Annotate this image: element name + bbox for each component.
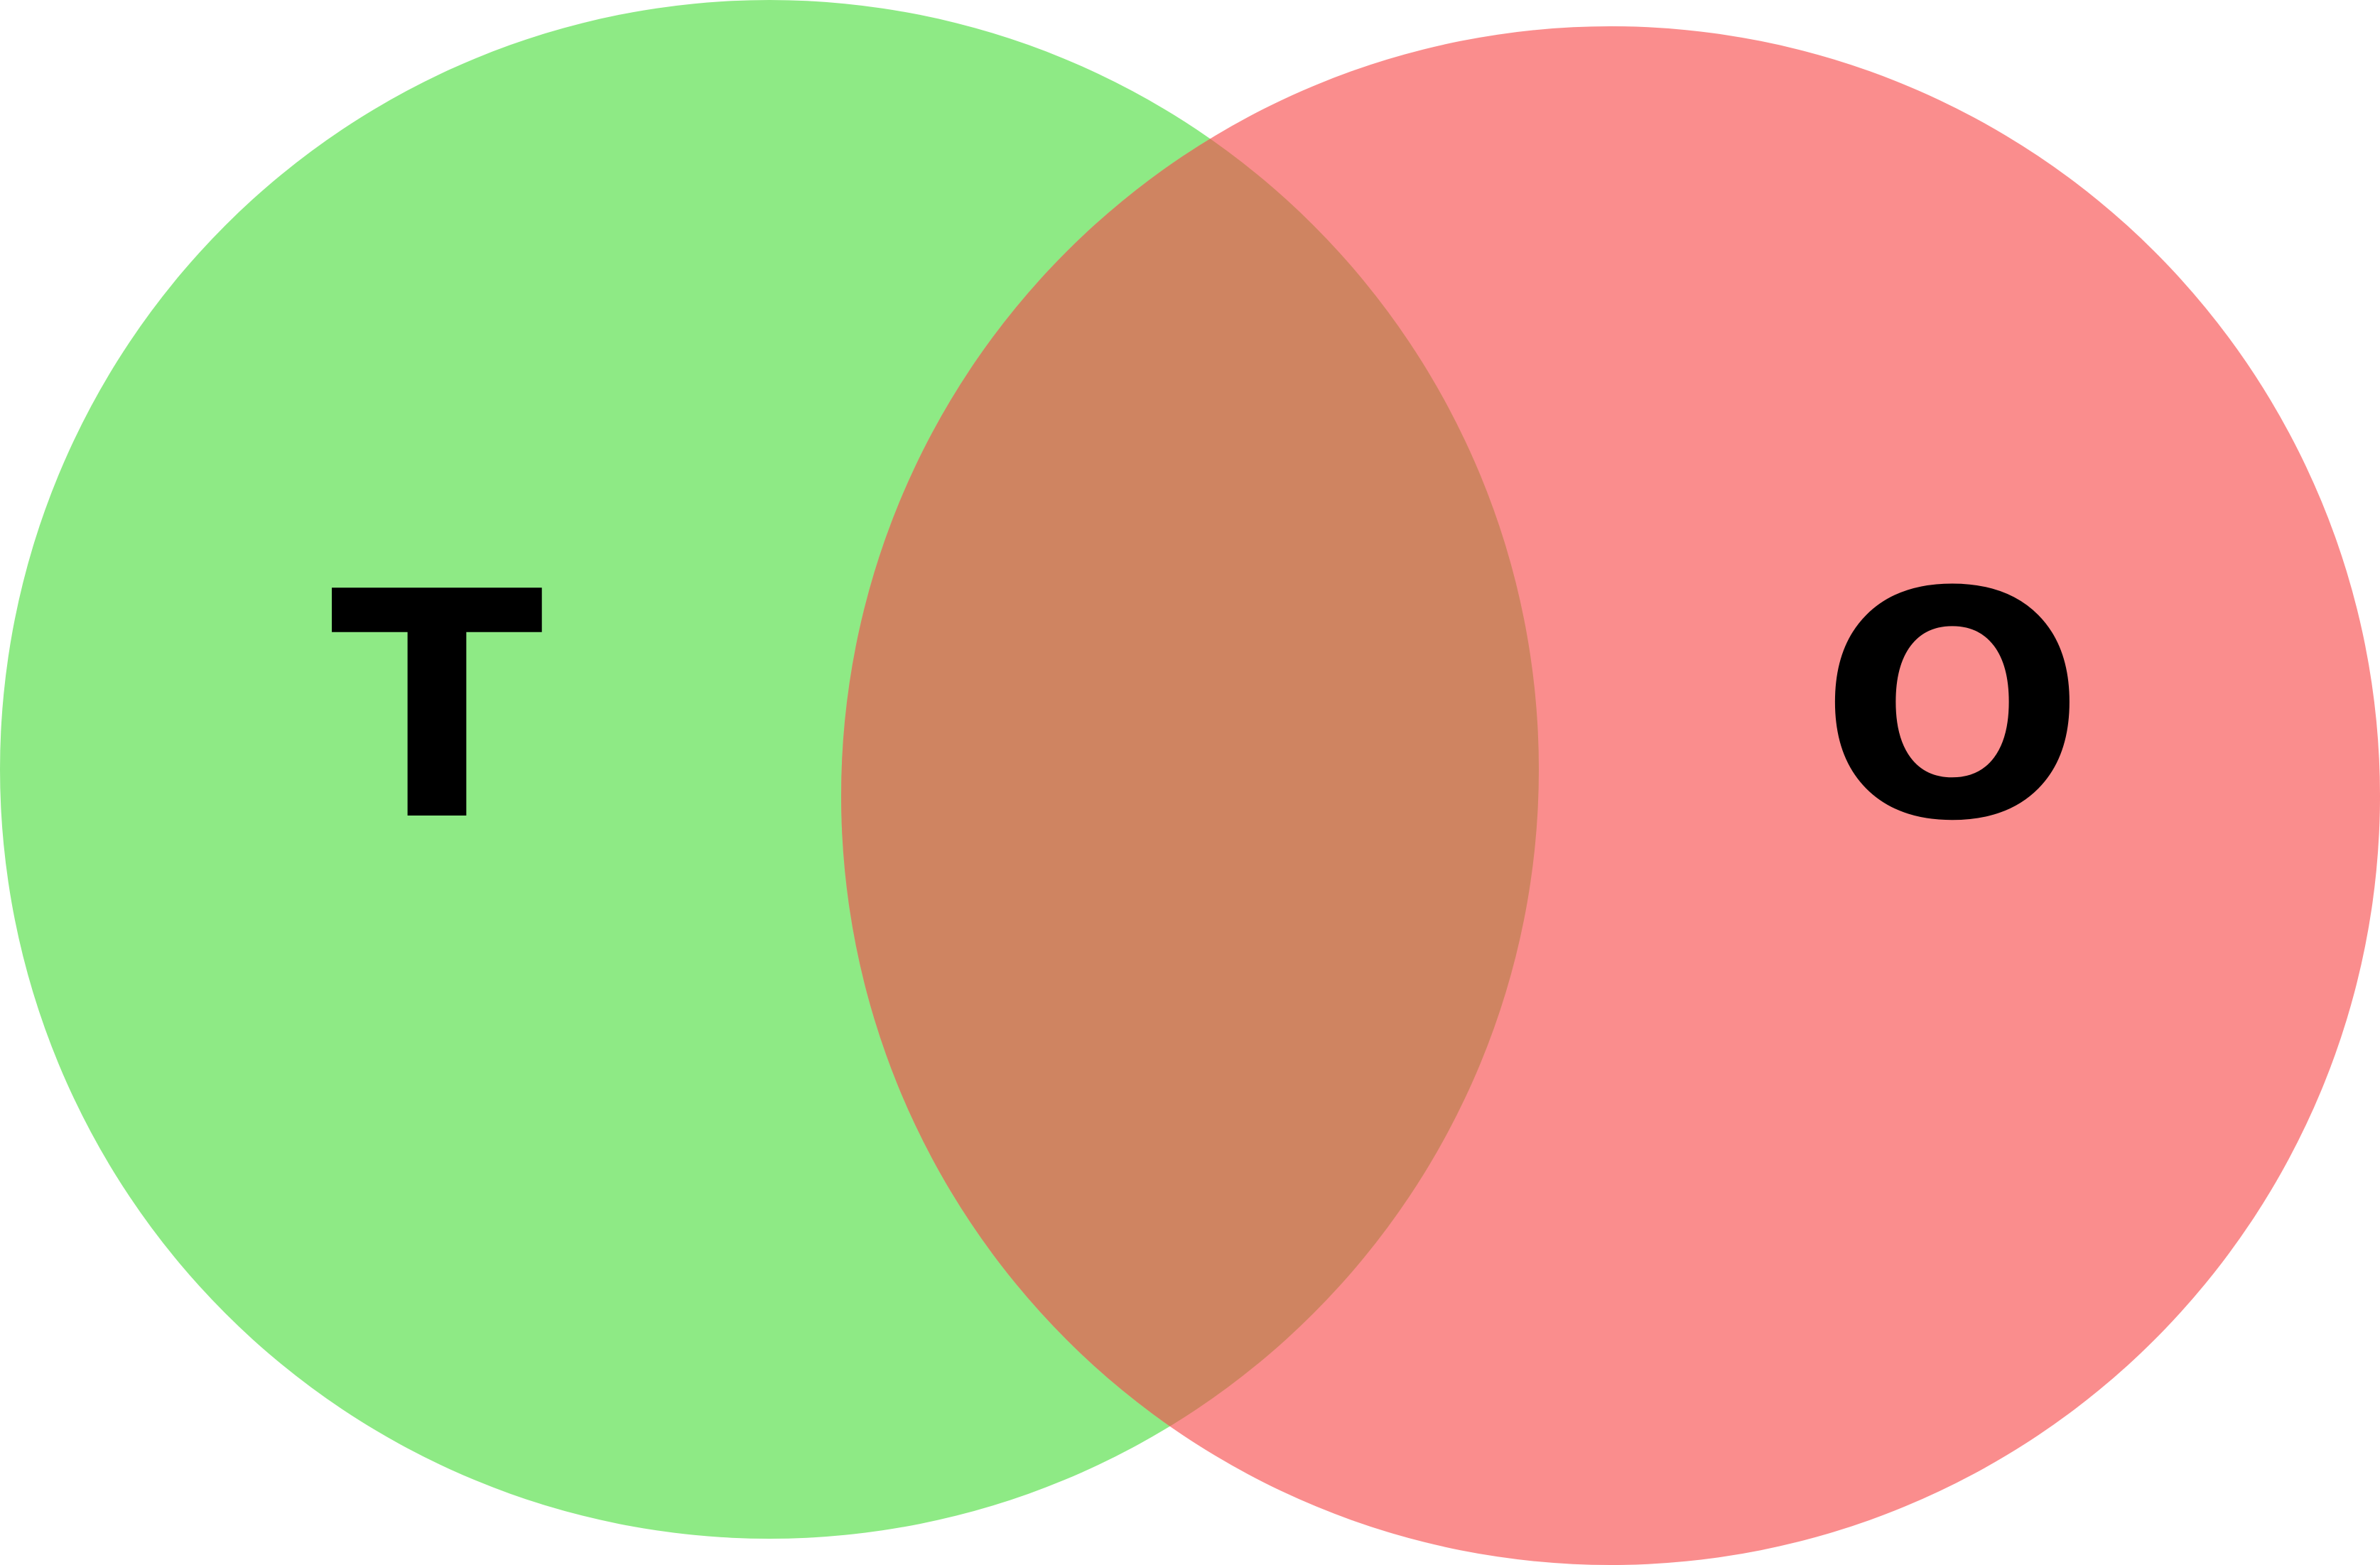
set-t-label: T bbox=[330, 526, 546, 889]
set-o-label: O bbox=[1819, 526, 2085, 889]
intersection-region bbox=[841, 26, 1539, 1539]
